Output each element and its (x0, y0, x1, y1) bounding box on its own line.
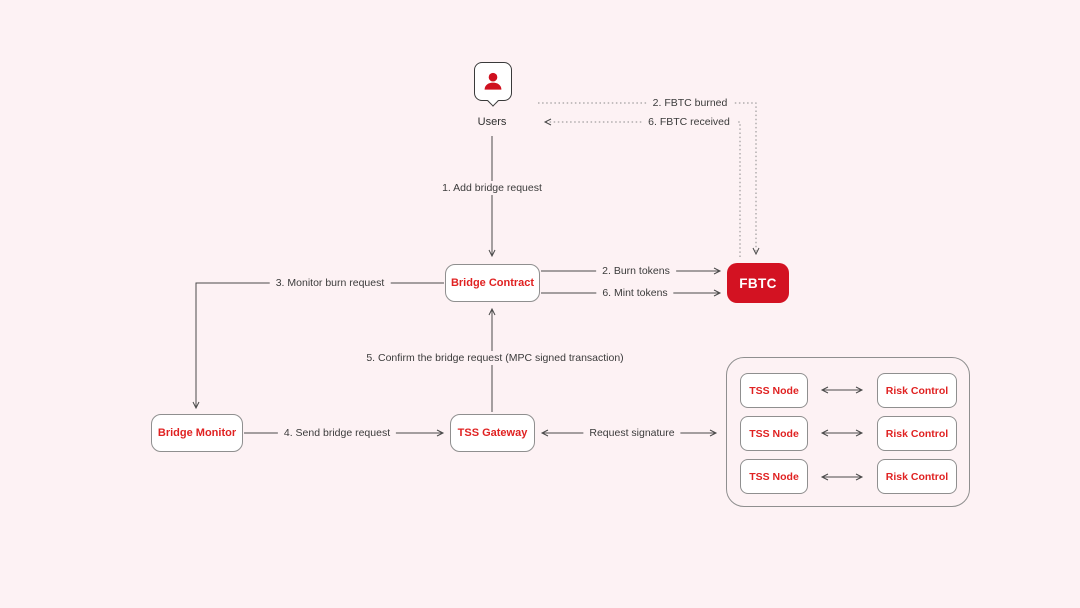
tss-gateway-node: TSS Gateway (450, 414, 535, 452)
edge-label-fbtc-received: 6. FBTC received (642, 115, 736, 129)
bridge-contract-node: Bridge Contract (445, 264, 540, 302)
bridge-monitor-node: Bridge Monitor (151, 414, 243, 452)
tss-cluster-container (726, 357, 970, 507)
risk-control-box: Risk Control (877, 416, 957, 451)
edge-label-request-signature: Request signature (583, 426, 681, 440)
edge-label-fbtc-burned: 2. FBTC burned (646, 96, 734, 110)
edge-label-monitor-burn-request: 3. Monitor burn request (269, 276, 391, 290)
edge-label-mint-tokens: 6. Mint tokens (596, 286, 674, 300)
tss-node-box: TSS Node (740, 459, 808, 494)
person-icon (484, 72, 502, 90)
risk-control-box: Risk Control (877, 373, 957, 408)
users-node (474, 62, 512, 107)
tss-node-box: TSS Node (740, 373, 808, 408)
edge-fbtc-received-line (543, 118, 741, 257)
edge-fbtc-burned-line (538, 102, 760, 256)
edge-label-add-bridge-request: 1. Add bridge request (436, 181, 548, 195)
edge-label-burn-tokens: 2. Burn tokens (596, 264, 676, 278)
edge-label-send-bridge-request: 4. Send bridge request (277, 426, 397, 440)
edge-monitor-burn-request-line (192, 282, 444, 410)
edge-label-confirm-bridge-request: 5. Confirm the bridge request (MPC signe… (360, 351, 630, 365)
risk-control-box: Risk Control (877, 459, 957, 494)
fbtc-node: FBTC (727, 263, 789, 303)
users-label: Users (473, 116, 511, 128)
tss-node-box: TSS Node (740, 416, 808, 451)
